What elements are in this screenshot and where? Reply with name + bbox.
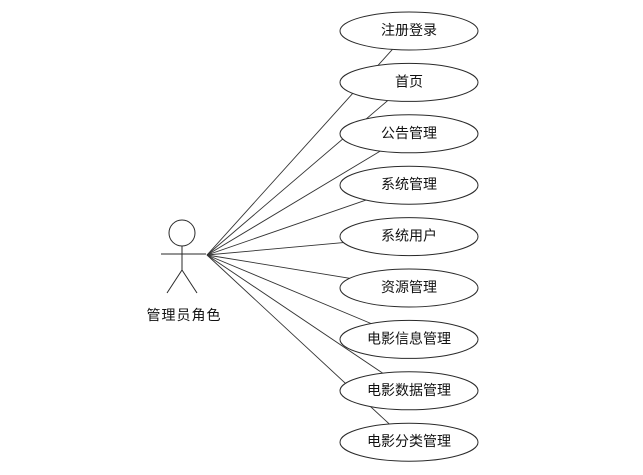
use-case: 系统管理: [339, 165, 479, 205]
use-case-label: 首页: [395, 74, 423, 90]
use-case-label: 电影数据管理: [367, 383, 451, 399]
use-case: 资源管理: [339, 268, 479, 308]
use-case-ellipse: [339, 268, 479, 308]
use-case-label: 系统管理: [381, 177, 437, 193]
use-case: 注册登录: [339, 11, 479, 51]
use-case-ellipse: [339, 422, 479, 462]
use-case-ellipse: [339, 371, 479, 411]
use-case: 系统用户: [339, 217, 479, 257]
use-case: 首页: [339, 62, 479, 102]
actor-label: 管理员角色: [147, 307, 222, 324]
actor: 管理员角色: [147, 219, 222, 324]
use-case-label: 电影分类管理: [367, 434, 451, 450]
use-case-label: 公告管理: [381, 126, 437, 142]
association-line: [206, 150, 381, 256]
use-case: 电影信息管理: [339, 319, 479, 359]
actor-right-leg: [181, 269, 198, 294]
use-case-ellipse: [339, 217, 479, 257]
use-case-ellipse: [339, 62, 479, 102]
use-case-ellipse: [339, 11, 479, 51]
association-line: [206, 242, 344, 256]
use-case: 电影分类管理: [339, 422, 479, 462]
actor-left-leg: [166, 269, 183, 294]
association-line: [206, 254, 384, 374]
use-case-label: 系统用户: [381, 228, 437, 245]
use-case: 公告管理: [339, 114, 479, 154]
use-case: 电影数据管理: [339, 371, 479, 411]
association-line: [206, 254, 350, 279]
use-case-label: 电影信息管理: [367, 330, 451, 347]
association-line: [206, 254, 372, 324]
use-case-ellipse: [339, 165, 479, 205]
actor-head: [168, 219, 196, 247]
use-case-ellipse: [339, 319, 479, 359]
association-line: [206, 199, 367, 256]
use-case-ellipse: [339, 114, 479, 154]
use-case-label: 注册登录: [381, 23, 437, 39]
use-case-label: 资源管理: [381, 280, 437, 296]
